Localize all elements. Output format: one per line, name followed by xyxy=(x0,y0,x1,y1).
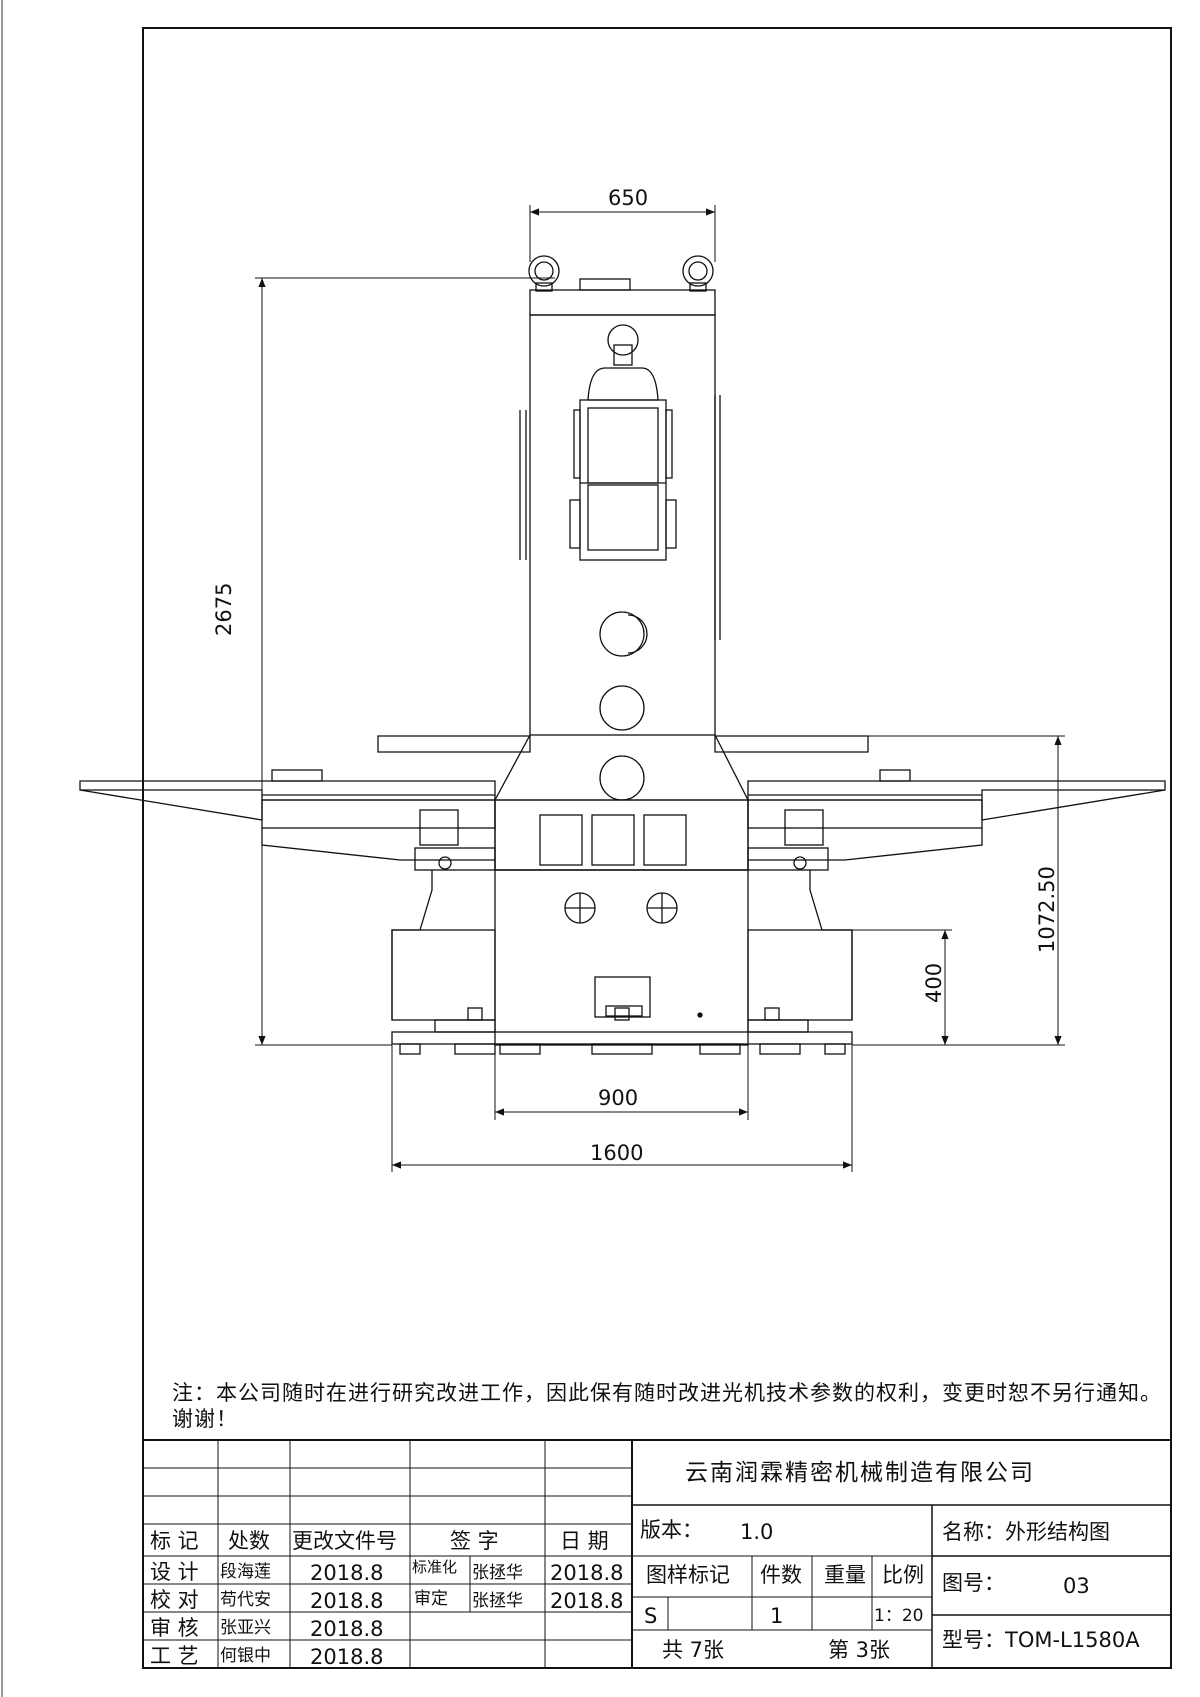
rev-header-date: 日 期 xyxy=(560,1529,609,1553)
dim-top-width: 650 xyxy=(608,186,649,210)
machine-front-view xyxy=(79,255,1166,1055)
drawing-no-label: 图号： xyxy=(942,1571,1005,1595)
mark-value: S xyxy=(644,1604,658,1628)
column-hole xyxy=(599,685,645,731)
rev-header-mark: 标 记 xyxy=(150,1529,199,1553)
dim-overall-width: 1600 xyxy=(590,1141,644,1165)
final-review-date: 2018.8 xyxy=(550,1589,624,1613)
col-weight: 重量 xyxy=(824,1563,866,1587)
check-date: 2018.8 xyxy=(310,1589,384,1613)
total-sheets: 共 7张 xyxy=(662,1638,725,1662)
standardization-date: 2018.8 xyxy=(550,1561,624,1585)
dimension-lines xyxy=(255,205,1065,1172)
version-value: 1.0 xyxy=(740,1520,774,1544)
standardization-name: 张拯华 xyxy=(472,1563,523,1583)
lifting-eye-left xyxy=(528,255,560,292)
design-date: 2018.8 xyxy=(310,1561,384,1585)
company-name: 云南润霖精密机械制造有限公司 xyxy=(685,1460,1035,1486)
final-review-label: 审定 xyxy=(414,1589,448,1609)
rev-header-count: 处数 xyxy=(228,1529,270,1553)
review-date: 2018.8 xyxy=(310,1617,384,1641)
drawing-note: 注：本公司随时在进行研究改进工作，因此保有随时改进光机技术参数的权利，变更时恕不… xyxy=(172,1381,1162,1431)
qty-value: 1 xyxy=(770,1604,784,1628)
column-hole xyxy=(599,755,645,801)
base-right xyxy=(747,929,853,1021)
designer-name: 段海莲 xyxy=(220,1562,271,1582)
lifting-eye-right xyxy=(682,255,714,292)
role-design: 设 计 xyxy=(150,1560,199,1584)
table-wing-right xyxy=(747,780,1166,801)
column xyxy=(529,314,716,736)
role-check: 校 对 xyxy=(150,1588,199,1612)
process-name: 何银中 xyxy=(220,1646,271,1666)
version-label: 版本： xyxy=(640,1518,703,1542)
title-block-grid xyxy=(142,1439,1172,1669)
scale-value: 1：20 xyxy=(874,1606,924,1626)
dim-total-height: 2675 xyxy=(212,582,236,636)
table-right-top xyxy=(714,735,869,753)
base-center xyxy=(494,869,749,1046)
table-left-top xyxy=(377,735,531,753)
drawing-no-value: 03 xyxy=(1063,1574,1090,1598)
dim-base-height: 400 xyxy=(922,962,946,1003)
dim-table-height: 1072.50 xyxy=(1035,866,1059,953)
spindle-head xyxy=(579,399,667,561)
col-qty: 件数 xyxy=(760,1563,802,1587)
reviewer-name: 张亚兴 xyxy=(220,1618,271,1638)
rev-header-sign: 签 字 xyxy=(450,1529,499,1553)
dim-base-width: 900 xyxy=(598,1086,639,1110)
model-label: 型号：TOM-L1580A xyxy=(942,1628,1140,1652)
checker-name: 苟代安 xyxy=(220,1590,271,1610)
sheet-number: 第 3张 xyxy=(828,1638,891,1662)
base-left xyxy=(391,929,496,1021)
process-date: 2018.8 xyxy=(310,1645,384,1669)
role-process: 工 艺 xyxy=(150,1644,199,1668)
base-hole-right xyxy=(646,892,678,924)
base-hole-left xyxy=(564,892,596,924)
standardization-label: 标准化 xyxy=(412,1558,458,1576)
final-review-name: 张拯华 xyxy=(472,1591,523,1611)
col-mark: 图样标记 xyxy=(646,1563,730,1587)
rev-header-doc: 更改文件号 xyxy=(292,1529,397,1553)
name-label: 名称：外形结构图 xyxy=(942,1520,1110,1544)
role-review: 审 核 xyxy=(150,1616,199,1640)
col-scale: 比例 xyxy=(882,1563,924,1587)
column-cap xyxy=(529,289,716,316)
